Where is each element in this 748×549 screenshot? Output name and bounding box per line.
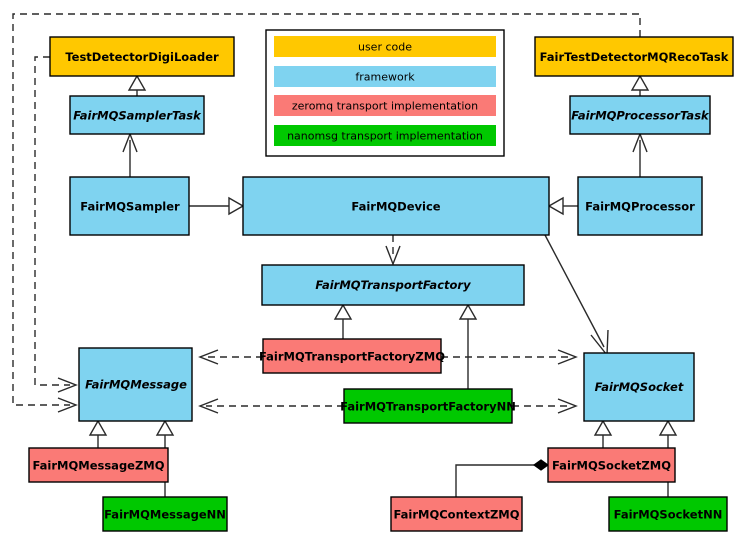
class-node-FairMQTransportFactoryNN[interactable]: FairMQTransportFactoryNN (340, 388, 516, 424)
edge-recotask-to-message (12, 13, 641, 413)
class-node-FairMQSocketNN[interactable]: FairMQSocketNN (608, 496, 728, 532)
edge-tfnn-to-message (198, 398, 344, 414)
class-node-FairMQSocket[interactable]: FairMQSocket (583, 352, 695, 422)
class-box-FairMQSampler[interactable] (69, 176, 190, 236)
class-label-FairMQDevice: FairMQDevice (351, 200, 440, 214)
class-node-FairMQProcessorTask[interactable]: FairMQProcessorTask (569, 95, 711, 135)
class-label-FairMQSamplerTask: FairMQSamplerTask (73, 109, 202, 123)
edge-device-to-transportfactory (385, 235, 401, 266)
class-label-FairMQMessage: FairMQMessage (85, 378, 187, 392)
edge-socketzmq-to-socket (593, 419, 613, 448)
edge-socketzmq-composition-contextzmq (455, 459, 550, 497)
class-label-FairMQMessageZMQ: FairMQMessageZMQ (32, 459, 164, 473)
class-node-FairMQProcessor[interactable]: FairMQProcessor (577, 176, 703, 236)
class-node-FairMQMessageZMQ[interactable]: FairMQMessageZMQ (28, 447, 169, 483)
edge-processortask-to-recotask (630, 74, 650, 96)
legend-item-nanomsg: nanomsg transport implementation (274, 125, 496, 146)
class-box-FairMQSocketZMQ[interactable] (547, 447, 676, 483)
edge-sampler-to-samplertask (122, 132, 138, 177)
edge-processor-to-processortask (632, 132, 648, 177)
class-label-FairMQTransportFactoryZMQ: FairMQTransportFactoryZMQ (259, 350, 445, 364)
legend-label-nanomsg: nanomsg transport implementation (287, 130, 483, 143)
edge-tfzmq-to-tf (333, 303, 353, 339)
class-box-FairMQSamplerTask[interactable] (69, 95, 205, 135)
edge-messagezmq-to-message (88, 419, 108, 448)
class-label-FairMQMessageNN: FairMQMessageNN (104, 508, 226, 522)
edge-tfnn-to-tf (458, 303, 478, 389)
legend-item-zeromq: zeromq transport implementation (274, 95, 496, 116)
edge-tfzmq-to-message (198, 349, 263, 365)
edge-sampler-to-device (189, 196, 245, 216)
class-box-FairMQProcessorTask[interactable] (569, 95, 711, 135)
class-node-FairMQSampler[interactable]: FairMQSampler (69, 176, 190, 236)
class-box-FairMQProcessor[interactable] (577, 176, 703, 236)
class-box-FairMQMessage[interactable] (78, 347, 193, 422)
edge-device-to-socket (544, 234, 609, 357)
legend-swatch-nanomsg (274, 125, 496, 146)
class-box-FairMQDevice[interactable] (242, 176, 550, 236)
legend-label-framework: framework (355, 71, 415, 84)
class-label-TestDetectorDigiLoader: TestDetectorDigiLoader (65, 50, 219, 64)
class-box-FairMQContextZMQ[interactable] (390, 496, 523, 532)
class-label-FairMQSocket: FairMQSocket (595, 380, 684, 394)
legend-item-framework: framework (274, 66, 496, 87)
class-node-FairMQContextZMQ[interactable]: FairMQContextZMQ (390, 496, 523, 532)
class-box-FairMQTransportFactoryZMQ[interactable] (262, 338, 442, 374)
class-node-FairMQSocketZMQ[interactable]: FairMQSocketZMQ (547, 447, 676, 483)
edge-tfnn-to-socket (512, 398, 578, 414)
class-box-FairMQTransportFactory[interactable] (261, 264, 525, 306)
class-node-FairMQTransportFactoryZMQ[interactable]: FairMQTransportFactoryZMQ (259, 338, 445, 374)
class-node-FairTestDetectorMQRecoTask[interactable]: FairTestDetectorMQRecoTask (534, 36, 734, 77)
legend-swatch-zeromq (274, 95, 496, 116)
class-box-FairMQSocket[interactable] (583, 352, 695, 422)
class-node-FairMQDevice[interactable]: FairMQDevice (242, 176, 550, 236)
class-box-FairTestDetectorMQRecoTask[interactable] (534, 36, 734, 77)
class-label-FairTestDetectorMQRecoTask: FairTestDetectorMQRecoTask (540, 50, 729, 64)
edge-tfzmq-to-socket (441, 349, 578, 365)
class-box-FairMQTransportFactoryNN[interactable] (343, 388, 513, 424)
class-box-FairMQSocketNN[interactable] (608, 496, 728, 532)
class-label-FairMQSocketNN: FairMQSocketNN (614, 508, 723, 522)
class-label-FairMQContextZMQ: FairMQContextZMQ (393, 508, 519, 522)
legend-swatch-framework (274, 66, 496, 87)
class-label-FairMQTransportFactoryNN: FairMQTransportFactoryNN (340, 400, 516, 414)
legend-swatch-user-code (274, 36, 496, 57)
class-label-FairMQProcessorTask: FairMQProcessorTask (571, 109, 710, 123)
edge-digiloader-to-message (34, 56, 78, 393)
legend-label-zeromq: zeromq transport implementation (292, 100, 478, 113)
legend: user code framework zeromq transport imp… (265, 29, 505, 157)
class-label-FairMQProcessor: FairMQProcessor (585, 200, 695, 214)
class-box-FairMQMessageZMQ[interactable] (28, 447, 169, 483)
edge-processor-to-device (547, 196, 578, 216)
class-node-FairMQTransportFactory[interactable]: FairMQTransportFactory (261, 264, 525, 306)
class-node-FairMQMessage[interactable]: FairMQMessage (78, 347, 193, 422)
class-node-FairMQMessageNN[interactable]: FairMQMessageNN (102, 496, 228, 532)
class-label-FairMQTransportFactory: FairMQTransportFactory (315, 278, 471, 292)
class-label-FairMQSampler: FairMQSampler (80, 200, 180, 214)
class-node-FairMQSamplerTask[interactable]: FairMQSamplerTask (69, 95, 205, 135)
node-layer: TestDetectorDigiLoader FairTestDetectorM… (28, 36, 734, 532)
edge-samplertask-to-digiloader (127, 74, 147, 96)
legend-label-user-code: user code (358, 41, 412, 54)
class-label-FairMQSocketZMQ: FairMQSocketZMQ (552, 459, 671, 473)
class-box-TestDetectorDigiLoader[interactable] (49, 36, 235, 77)
class-node-TestDetectorDigiLoader[interactable]: TestDetectorDigiLoader (49, 36, 235, 77)
class-box-FairMQMessageNN[interactable] (102, 496, 228, 532)
legend-item-user-code: user code (274, 36, 496, 57)
